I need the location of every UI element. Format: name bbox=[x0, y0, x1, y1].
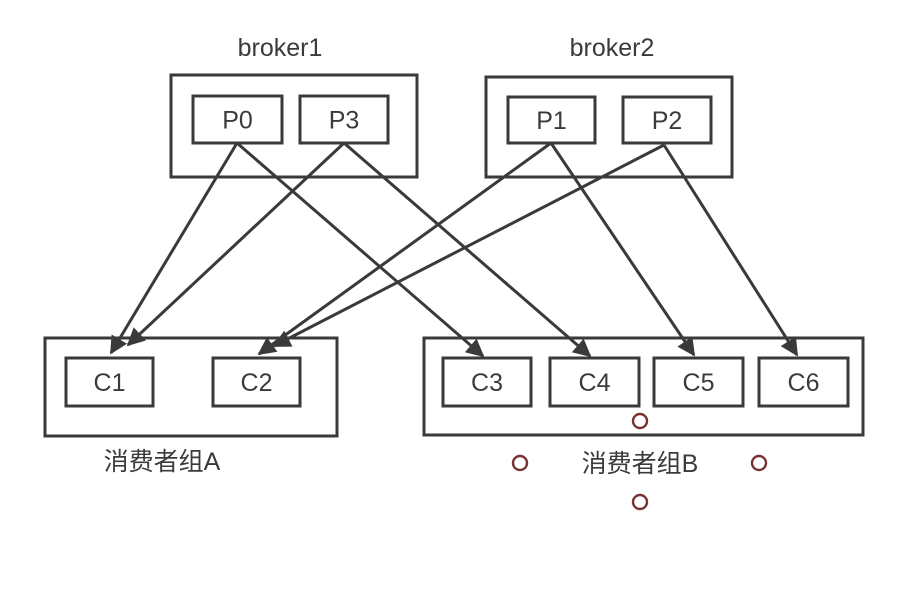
selection-handle-top[interactable] bbox=[631, 412, 649, 430]
consumer-C6-rect[interactable] bbox=[757, 356, 850, 408]
consumer-C4-label: C4 bbox=[579, 369, 611, 397]
partition-P1-shape[interactable]: P1 bbox=[506, 95, 597, 145]
partition-P2-label: P2 bbox=[652, 107, 683, 135]
consumer-C6-label: C6 bbox=[788, 369, 820, 397]
consumer-C5-shape[interactable]: C5 bbox=[652, 356, 745, 408]
groupA-container-rect[interactable] bbox=[43, 336, 339, 438]
broker2-container-rect[interactable] bbox=[484, 75, 734, 179]
consumer-C3-rect[interactable] bbox=[441, 356, 533, 408]
partition-P3-rect[interactable] bbox=[298, 94, 390, 145]
broker1-title: broker1 bbox=[238, 34, 323, 62]
partition-P0-shape[interactable]: P0 bbox=[191, 94, 284, 145]
consumer-C2-rect[interactable] bbox=[211, 356, 302, 408]
groupB-container-shape[interactable] bbox=[422, 336, 865, 437]
groupB-title: 消费者组B bbox=[582, 450, 699, 478]
consumer-C5-label: C5 bbox=[683, 369, 715, 397]
consumer-C3-shape[interactable]: C3 bbox=[441, 356, 533, 408]
consumer-C2-label: C2 bbox=[241, 369, 273, 397]
consumer-C4-rect[interactable] bbox=[548, 356, 641, 408]
partition-P0-label: P0 bbox=[222, 107, 253, 135]
groupB-container-rect[interactable] bbox=[422, 336, 865, 437]
broker1-container-shape[interactable] bbox=[169, 73, 419, 179]
consumer-C3-label: C3 bbox=[471, 369, 503, 397]
broker1-container-rect[interactable] bbox=[169, 73, 419, 179]
partition-P1-rect[interactable] bbox=[506, 95, 597, 145]
connector-partition-P2-to-consumer-C6 bbox=[662, 144, 799, 357]
selection-handle-right[interactable] bbox=[750, 454, 768, 472]
groupA-title: 消费者组A bbox=[104, 448, 221, 476]
consumer-C5-rect[interactable] bbox=[652, 356, 745, 408]
partition-P2-rect[interactable] bbox=[621, 95, 713, 145]
consumer-C6-shape[interactable]: C6 bbox=[757, 356, 850, 408]
partition-P3-label: P3 bbox=[329, 107, 360, 135]
consumer-C1-rect[interactable] bbox=[64, 356, 155, 408]
groupA-container-shape[interactable] bbox=[43, 336, 339, 438]
broker2-title: broker2 bbox=[570, 34, 655, 62]
partition-P3-shape[interactable]: P3 bbox=[298, 94, 390, 145]
partition-P1-label: P1 bbox=[536, 107, 567, 135]
consumer-C2-shape[interactable]: C2 bbox=[211, 356, 302, 408]
consumer-C1-shape[interactable]: C1 bbox=[64, 356, 155, 408]
selection-handle-bottom[interactable] bbox=[631, 493, 649, 511]
consumer-C4-shape[interactable]: C4 bbox=[548, 356, 641, 408]
consumer-C1-label: C1 bbox=[94, 369, 126, 397]
partition-P0-rect[interactable] bbox=[191, 94, 284, 145]
broker2-container-shape[interactable] bbox=[484, 75, 734, 179]
selection-handle-left[interactable] bbox=[511, 454, 529, 472]
partition-P2-shape[interactable]: P2 bbox=[621, 95, 713, 145]
